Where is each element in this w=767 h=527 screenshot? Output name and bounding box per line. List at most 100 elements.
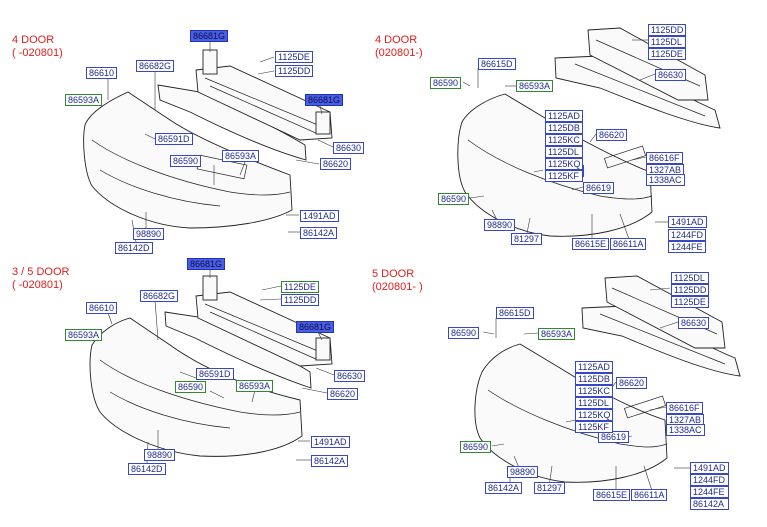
part-label-86142a[interactable]: 86142A [300, 227, 338, 239]
part-label-86619[interactable]: 86619 [583, 182, 615, 194]
part-label-98890[interactable]: 98890 [484, 219, 516, 231]
part-label-1125dd[interactable]: 1125DD [275, 65, 314, 77]
part-label-86630[interactable]: 86630 [678, 317, 710, 329]
part-label-86593a[interactable]: 86593A [516, 80, 554, 92]
part-label-86615d[interactable]: 86615D [478, 58, 516, 70]
part-label-98890[interactable]: 98890 [144, 449, 176, 461]
part-label-1125de[interactable]: 1125DE [648, 48, 687, 60]
part-label-1491ad[interactable]: 1491AD [690, 462, 729, 474]
part-label-98890[interactable]: 98890 [507, 466, 539, 478]
part-label-1244fe[interactable]: 1244FE [668, 241, 707, 253]
part-label-86590[interactable]: 86590 [448, 327, 480, 339]
part-label-86591d[interactable]: 86591D [196, 368, 234, 380]
part-label-1244fd[interactable]: 1244FD [690, 474, 729, 486]
part-label-98890[interactable]: 98890 [133, 228, 165, 240]
part-label-1125dd[interactable]: 1125DD [671, 284, 710, 296]
part-label-81297[interactable]: 81297 [534, 482, 566, 494]
part-label-1338ac[interactable]: 1338AC [646, 174, 685, 186]
part-label-1125dl[interactable]: 1125DL [671, 272, 710, 284]
part-label-1491ad[interactable]: 1491AD [668, 216, 707, 228]
part-label-1125dd[interactable]: 1125DD [281, 294, 320, 306]
part-label-86593a[interactable]: 86593A [65, 94, 103, 106]
part-label-1491ad[interactable]: 1491AD [311, 436, 350, 448]
part-label-86620[interactable]: 86620 [327, 388, 359, 400]
part-label-86593a[interactable]: 86593A [236, 380, 274, 392]
part-label-81297[interactable]: 81297 [511, 233, 543, 245]
part-label-1125kf[interactable]: 1125KF [575, 421, 614, 433]
part-label-1125de[interactable]: 1125DE [281, 281, 319, 293]
p1-leader-lines [107, 40, 334, 243]
part-label-1125dd[interactable]: 1125DD [648, 24, 687, 36]
part-label-86620[interactable]: 86620 [616, 377, 648, 389]
part-label-1125dl[interactable]: 1125DL [648, 36, 687, 48]
part-label-1125dl[interactable]: 1125DL [575, 397, 614, 409]
part-label-86611a[interactable]: 86611A [610, 238, 647, 250]
panel-header-line-2: ( -020801) [12, 279, 63, 291]
part-label-86593a[interactable]: 86593A [222, 150, 260, 162]
part-label-86616f[interactable]: 86616F [666, 402, 703, 414]
part-label-86620[interactable]: 86620 [320, 158, 352, 170]
part-label-1125ad[interactable]: 1125AD [545, 110, 584, 122]
part-label-86593a[interactable]: 86593A [538, 328, 576, 340]
part-label-86682g[interactable]: 86682G [140, 290, 179, 302]
part-label-86619[interactable]: 86619 [598, 431, 630, 443]
part-label-86610[interactable]: 86610 [86, 67, 118, 79]
part-label-86593a[interactable]: 86593A [65, 329, 103, 341]
part-label-1244fe[interactable]: 1244FE [690, 486, 729, 498]
part-label-86590[interactable]: 86590 [460, 441, 492, 453]
part-label-1125de[interactable]: 1125DE [275, 51, 313, 63]
part-label-86615e[interactable]: 86615E [593, 489, 631, 501]
part-label-86681g[interactable]: 86681G [296, 321, 335, 333]
part-label-86620[interactable]: 86620 [596, 129, 628, 141]
part-label-86590[interactable]: 86590 [438, 193, 470, 205]
part-label-1125db[interactable]: 1125DB [575, 373, 614, 385]
panel-header-line-2: ( -020801) [12, 47, 63, 59]
part-label-1125kf[interactable]: 1125KF [545, 170, 584, 182]
p1-bumper-beam [195, 49, 333, 141]
part-label-86682g[interactable]: 86682G [136, 60, 175, 72]
part-label-1125db[interactable]: 1125DB [545, 122, 584, 134]
part-label-86590[interactable]: 86590 [170, 155, 202, 167]
part-label-86590[interactable]: 86590 [430, 77, 462, 89]
part-label-86630[interactable]: 86630 [334, 370, 366, 382]
part-label-1125dl[interactable]: 1125DL [545, 146, 584, 158]
part-label-86681g[interactable]: 86681G [305, 94, 344, 106]
part-label-1244fd[interactable]: 1244FD [668, 229, 707, 241]
part-label-86142a[interactable]: 86142A [311, 455, 349, 467]
part-label-86615d[interactable]: 86615D [496, 307, 534, 319]
part-label-86630[interactable]: 86630 [655, 69, 687, 81]
part-label-86681g[interactable]: 86681G [187, 258, 226, 270]
part-label-1338ac[interactable]: 1338AC [666, 424, 705, 436]
part-label-1125de[interactable]: 1125DE [671, 296, 710, 308]
panel-header-line-2: (020801-) [375, 47, 423, 59]
part-label-1125kc[interactable]: 1125KC [575, 385, 614, 397]
part-label-86630[interactable]: 86630 [333, 142, 365, 154]
part-label-1327ab[interactable]: 1327AB [666, 414, 705, 426]
part-label-86611a[interactable]: 86611A [631, 489, 668, 501]
part-label-86142d[interactable]: 86142D [115, 242, 153, 254]
part-label-86142d[interactable]: 86142D [128, 463, 166, 475]
part-label-1125ad[interactable]: 1125AD [575, 361, 614, 373]
part-label-86142a[interactable]: 86142A [485, 482, 523, 494]
part-label-86616f[interactable]: 86616F [646, 152, 683, 164]
part-label-1125kc[interactable]: 1125KC [545, 134, 584, 146]
panel-header-line-2: (020801- ) [372, 281, 423, 293]
part-label-1125kq[interactable]: 1125KQ [545, 158, 584, 170]
part-label-1491ad[interactable]: 1491AD [300, 210, 339, 222]
part-label-86591d[interactable]: 86591D [155, 133, 193, 145]
part-label-86142a[interactable]: 86142A [690, 498, 729, 510]
panel-header-line-1: 4 DOOR [12, 34, 55, 46]
part-label-86681g[interactable]: 86681G [190, 30, 229, 42]
panel-header-line-1: 3 / 5 DOOR [12, 266, 70, 278]
part-label-86615e[interactable]: 86615E [572, 238, 610, 250]
part-label-86590[interactable]: 86590 [175, 381, 207, 393]
part-label-1125kq[interactable]: 1125KQ [575, 409, 614, 421]
part-label-86610[interactable]: 86610 [86, 302, 118, 314]
